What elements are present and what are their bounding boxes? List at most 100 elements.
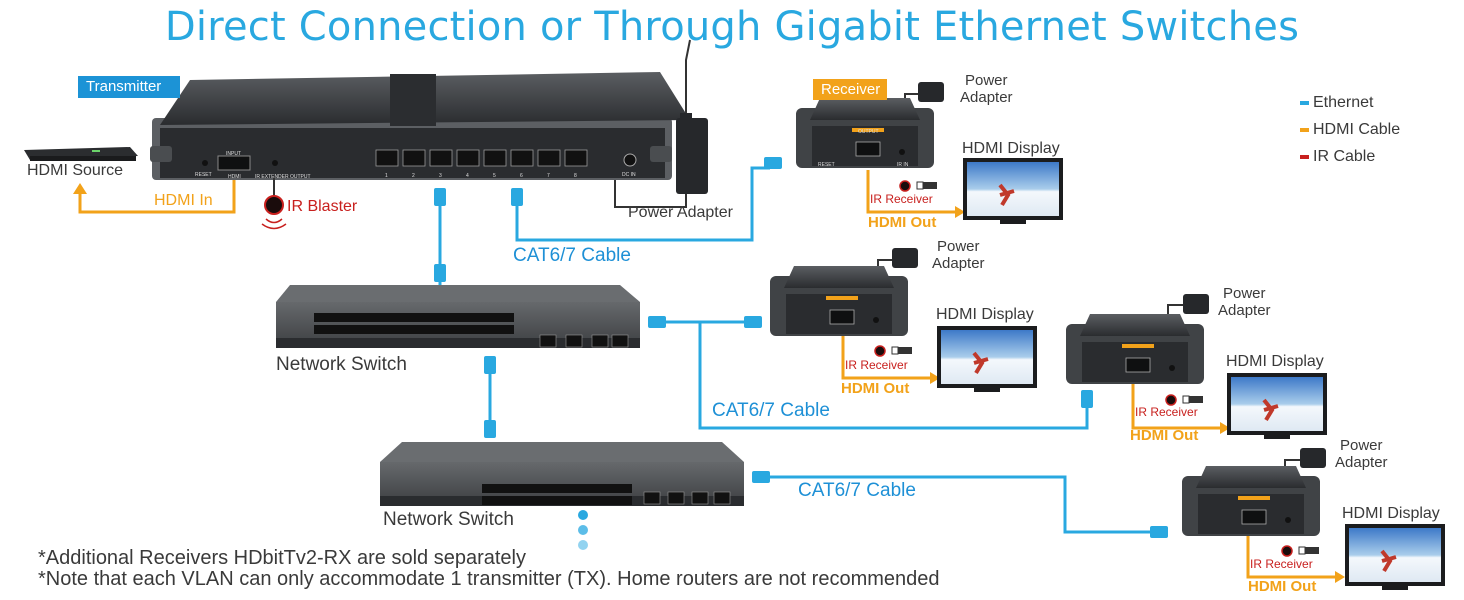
ir-blaster-label: IR Blaster (287, 198, 358, 215)
legend-label: HDMI Cable (1313, 121, 1401, 138)
rx1-display-label: HDMI Display (962, 140, 1060, 157)
power-text: Power (965, 72, 1008, 89)
receiver-1 (796, 98, 934, 168)
hdmi-in-cable (78, 178, 236, 214)
hdmi-out-arrow-icon (930, 372, 940, 384)
cat6-cable-label-2: CAT6/7 Cable (712, 400, 830, 421)
rx3-ir-receiver-label: IR Receiver (1135, 405, 1198, 419)
rx-ir-in-label: IR IN (897, 162, 909, 168)
rx3-hdmi-out-label: HDMI Out (1130, 427, 1199, 444)
network-switch-1 (276, 285, 640, 348)
hdmi-out-arrow-icon (1220, 422, 1230, 434)
rx4-display-label: HDMI Display (1342, 505, 1440, 522)
more-receivers-dot (578, 540, 588, 550)
page-title: Direct Connection or Through Gigabit Eth… (164, 4, 1300, 50)
ethernet-swatch (1300, 100, 1309, 105)
footnote-1: *Additional Receivers HDbitTv2-RX are so… (38, 547, 526, 569)
hdmi-out-cable-rx3 (1131, 384, 1220, 430)
rj45-connectors (434, 157, 1168, 550)
tx-port-label: 7 (547, 173, 550, 179)
rj45-plug (764, 157, 782, 169)
hdmi-cables (78, 170, 1335, 579)
rx2-display-label: HDMI Display (936, 306, 1034, 323)
adapter-text: Adapter (960, 89, 1013, 106)
legend-item-ethernet: Ethernet (1300, 89, 1400, 116)
receiver-tag-bg (813, 79, 887, 100)
legend-label: IR Cable (1313, 148, 1376, 165)
tx-port-label: 4 (466, 173, 469, 179)
tx-port-label: 2 (412, 173, 415, 179)
tx-ir-extender-label: IR EXTENDER OUTPUT (255, 174, 311, 180)
tx-port-label: 1 (385, 173, 388, 179)
ethernet-tx-to-rx1 (515, 166, 770, 242)
hdmi-in-label: HDMI In (154, 192, 213, 209)
tx-port-label: 3 (439, 173, 442, 179)
adapter-text: Adapter (1218, 302, 1271, 319)
more-receivers-dot (578, 525, 588, 535)
hdmi-out-arrow-icon (955, 206, 965, 218)
power-text: Power (1340, 437, 1383, 454)
network-switch-2 (380, 442, 744, 506)
tx-power-adapter-label: Power Adapter (628, 204, 733, 221)
adapter-text: Adapter (1335, 454, 1388, 471)
hdmi-source-label: HDMI Source (27, 162, 124, 179)
power-adapter-brick (676, 113, 708, 194)
tx-port-label: 6 (520, 173, 523, 179)
rj45-plug (434, 264, 446, 282)
receiver-tag: Receiver (821, 81, 881, 98)
transmitter-tag: Transmitter (86, 78, 162, 95)
hdmi-display-4 (1345, 524, 1445, 590)
receiver-2 (770, 266, 908, 336)
rj45-plug (1150, 526, 1168, 538)
network-switch-label-2: Network Switch (383, 509, 514, 530)
rx3-display-label: HDMI Display (1226, 353, 1324, 370)
cat6-cable-label-3: CAT6/7 Cable (798, 480, 916, 501)
rx2-hdmi-out-label: HDMI Out (841, 380, 910, 397)
rx4-hdmi-out-label: HDMI Out (1248, 578, 1317, 595)
cat6-cable-label-1: CAT6/7 Cable (513, 245, 631, 266)
hdmi-out-cable-rx2 (841, 335, 930, 380)
tx-reset-label: RESET (195, 172, 212, 178)
footnote-2: *Note that each VLAN can only accommodat… (38, 568, 940, 590)
hdmi-display-1 (963, 158, 1063, 224)
legend: Ethernet HDMI Cable IR Cable (1300, 89, 1400, 170)
receiver-4 (1182, 466, 1320, 536)
tx-dc-in-label: DC IN (622, 172, 636, 178)
rj45-plug (511, 188, 523, 206)
rj45-plug (434, 188, 446, 206)
ir-blaster-icon (261, 178, 287, 230)
power-text: Power (1223, 285, 1266, 302)
legend-item-hdmi: HDMI Cable (1300, 116, 1400, 143)
rj45-plug (648, 316, 666, 328)
tx-hdmi-label: HDMI (228, 174, 241, 180)
transmitter-device (150, 72, 690, 180)
rj45-plug (484, 356, 496, 374)
ethernet-switch2-to-rx4 (755, 475, 1150, 534)
ethernet-switch1-to-rx3 (698, 322, 1089, 430)
rj45-plug (752, 471, 770, 483)
legend-label: Ethernet (1313, 94, 1374, 111)
rx1-ir-receiver-label: IR Receiver (870, 192, 933, 206)
rj45-plug (744, 316, 762, 328)
rx-reset-label: RESET (818, 162, 835, 168)
rx2-ir-receiver-label: IR Receiver (845, 358, 908, 372)
hdmi-out-arrow-icon (1335, 571, 1345, 583)
adapter-text: Adapter (932, 255, 985, 272)
power-text: Power (937, 238, 980, 255)
rj45-plug (1081, 390, 1093, 408)
transmitter-tag-bg (78, 76, 180, 98)
hdmi-swatch (1300, 127, 1309, 132)
tx-port-label: 5 (493, 173, 496, 179)
network-switch-label-1: Network Switch (276, 354, 407, 375)
hdmi-display-2 (937, 326, 1037, 392)
rx4-ir-receiver-label: IR Receiver (1250, 557, 1313, 571)
receiver-power-adapters (892, 82, 1326, 468)
rx1-hdmi-out-label: HDMI Out (868, 214, 937, 231)
hdmi-display-3 (1227, 373, 1327, 439)
more-receivers-dot (578, 510, 588, 520)
